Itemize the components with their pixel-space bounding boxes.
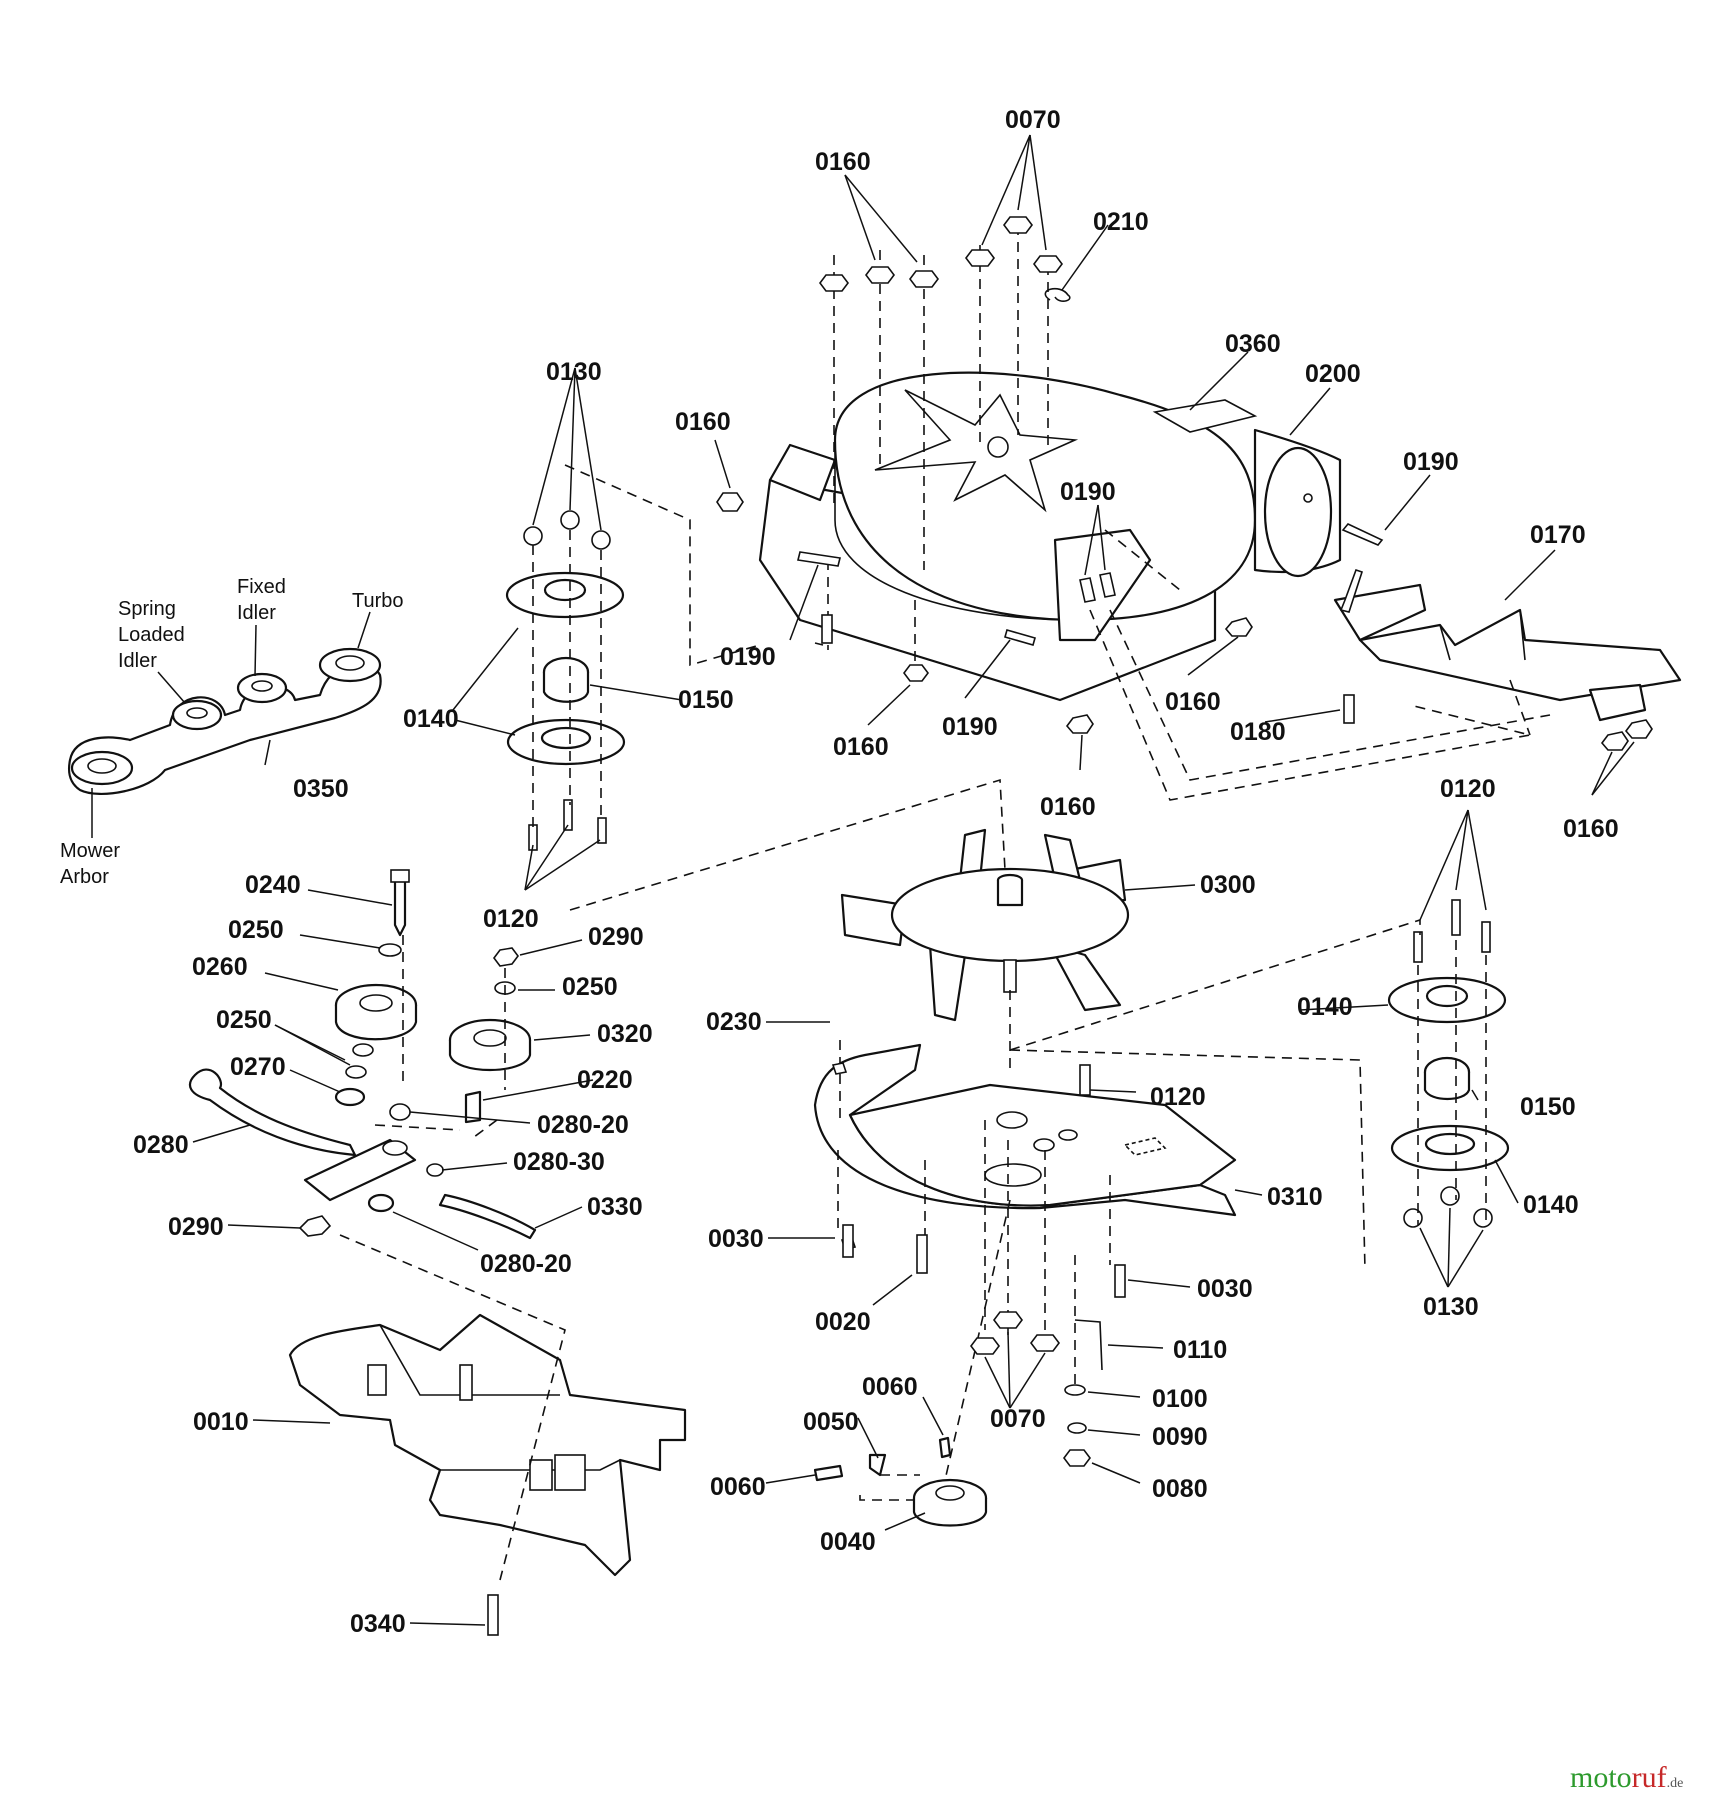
callout-0120-right: 0120	[1440, 775, 1496, 803]
callout-0360: 0360	[1225, 330, 1281, 358]
leader-lines	[192, 134, 1635, 1626]
spacer-0220	[464, 1090, 482, 1124]
callout-0340: 0340	[350, 1610, 406, 1638]
callout-0260: 0260	[192, 953, 248, 981]
mower-arbor-pulley	[70, 750, 134, 786]
watermark-part-a: moto	[1570, 1761, 1632, 1794]
callout-0160-d: 0160	[1040, 793, 1096, 821]
discharge-chute	[1333, 583, 1682, 722]
callout-0150-right: 0150	[1520, 1093, 1576, 1121]
belt-routing-labels: Spring Loaded Idler Fixed Idler Turbo Mo…	[60, 576, 404, 888]
watermark-part-b: ruf	[1632, 1761, 1667, 1794]
callout-0030-b: 0030	[1197, 1275, 1253, 1303]
callout-0160-e: 0160	[1563, 815, 1619, 843]
callout-0180: 0180	[1230, 718, 1286, 746]
callout-0310: 0310	[1267, 1183, 1323, 1211]
hardware	[487, 216, 1653, 1636]
callout-0120-mid: 0120	[1150, 1083, 1206, 1111]
callout-0280-20-b: 0280-20	[480, 1250, 572, 1278]
callout-0320: 0320	[597, 1020, 653, 1048]
callout-0040: 0040	[820, 1528, 876, 1556]
watermark-suffix: .de	[1667, 1776, 1684, 1791]
callout-0170: 0170	[1530, 521, 1586, 549]
watermark-logo: motoruf.de	[1570, 1761, 1683, 1794]
callout-0280: 0280	[133, 1131, 189, 1159]
spring-loaded-idler-pulley	[171, 699, 223, 731]
label-spring-line1: Spring	[118, 598, 176, 620]
impeller-star-plate	[874, 389, 1079, 513]
callout-0140-right: 0140	[1297, 993, 1353, 1021]
callout-0250-b: 0250	[562, 973, 618, 1001]
callout-0210: 0210	[1093, 208, 1149, 236]
callout-0190-left: 0190	[720, 643, 776, 671]
idler-arm-plate	[303, 1138, 417, 1202]
idler-arm-rod-0280	[188, 1068, 357, 1157]
mount-bracket-0010	[288, 1313, 687, 1577]
idler-arm-assembly	[188, 869, 537, 1240]
callout-0200: 0200	[1305, 360, 1361, 388]
callout-0060-b: 0060	[710, 1473, 766, 1501]
blower-housing	[758, 371, 1342, 702]
label-fixed-line2: Idler	[237, 602, 276, 624]
callout-0270: 0270	[230, 1053, 286, 1081]
callout-0130-right: 0130	[1423, 1293, 1479, 1321]
callout-labels: 0070 0160 0210 0130 0360 0200 0160 0190 …	[133, 106, 1619, 1638]
label-mower-line1: Mower	[60, 840, 120, 862]
callout-0120-left: 0120	[483, 905, 539, 933]
callout-0070-top: 0070	[1005, 106, 1061, 134]
label-spring-line2: Loaded	[118, 624, 185, 646]
callout-0280-30: 0280-30	[513, 1148, 605, 1176]
callout-0190-low: 0190	[942, 713, 998, 741]
callout-0060-a: 0060	[862, 1373, 918, 1401]
callout-0090: 0090	[1152, 1423, 1208, 1451]
pulley-0040	[813, 1436, 988, 1527]
callout-0160-top: 0160	[815, 148, 871, 176]
left-bearing-assembly	[505, 510, 626, 851]
callout-0030-a: 0030	[708, 1225, 764, 1253]
decal-0360	[1152, 399, 1258, 433]
callout-0250-c: 0250	[216, 1006, 272, 1034]
impeller-0300	[840, 828, 1130, 1022]
label-spring-line3: Idler	[118, 650, 157, 672]
callout-0100: 0100	[1152, 1385, 1208, 1413]
callout-0240: 0240	[245, 871, 301, 899]
callout-0300: 0300	[1200, 871, 1256, 899]
callout-0150-left: 0150	[678, 686, 734, 714]
callout-0070-low: 0070	[990, 1405, 1046, 1433]
bolt-0240	[393, 876, 407, 937]
callout-0140-right-b: 0140	[1523, 1191, 1579, 1219]
label-mower-line2: Arbor	[60, 866, 109, 888]
callout-0250-a: 0250	[228, 916, 284, 944]
callout-0110: 0110	[1173, 1336, 1227, 1364]
callout-0350: 0350	[293, 775, 349, 803]
callout-0080: 0080	[1152, 1475, 1208, 1503]
callout-0140-left: 0140	[403, 705, 459, 733]
callout-0330: 0330	[587, 1193, 643, 1221]
callout-0190-right: 0190	[1403, 448, 1459, 476]
svg-text:motoruf.de: motoruf.de	[1570, 1761, 1683, 1794]
right-bearing-assembly	[1387, 899, 1510, 1228]
callout-0160-c: 0160	[1165, 688, 1221, 716]
callout-0160-a: 0160	[675, 408, 731, 436]
callout-0130-left: 0130	[546, 358, 602, 386]
callout-0190-mid: 0190	[1060, 478, 1116, 506]
callout-0160-b: 0160	[833, 733, 889, 761]
label-fixed-line1: Fixed	[237, 576, 286, 598]
fixed-idler-pulley	[236, 672, 288, 704]
drive-belt-0350	[67, 647, 382, 795]
callout-0290-b: 0290	[168, 1213, 224, 1241]
callout-0230: 0230	[706, 1008, 762, 1036]
base-plate-0310	[813, 1043, 1237, 1217]
callout-0220: 0220	[577, 1066, 633, 1094]
callout-0280-20-a: 0280-20	[537, 1111, 629, 1139]
label-turbo: Turbo	[352, 590, 404, 612]
callout-0050: 0050	[803, 1408, 859, 1436]
callout-0010: 0010	[193, 1408, 249, 1436]
spring-0330	[438, 1193, 537, 1240]
turbo-pulley	[318, 647, 382, 683]
callout-0290-a: 0290	[588, 923, 644, 951]
callout-0020: 0020	[815, 1308, 871, 1336]
